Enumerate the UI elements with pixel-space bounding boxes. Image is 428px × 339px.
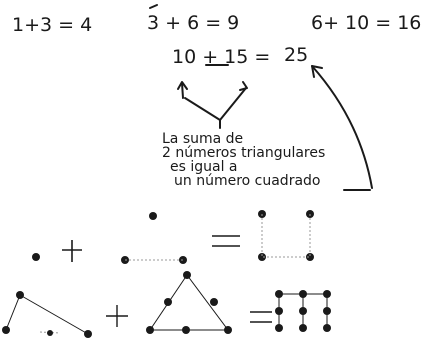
tri6-mid-right	[210, 298, 218, 306]
equation-1-3-4: 1+3 = 4	[12, 14, 93, 36]
row-2-dot-figures	[2, 271, 331, 338]
tri-small-mid	[47, 330, 53, 336]
arrow-left-head	[177, 81, 188, 90]
note-line-3: es igual a	[170, 159, 238, 175]
tri6-outline	[149, 274, 229, 331]
caret-mark	[149, 4, 158, 9]
arrow-left-stem	[181, 82, 184, 99]
note-line-1: La suma de	[162, 131, 244, 147]
plus-sign-2	[106, 305, 128, 327]
equation-10-15-left: 10 + 15 =	[172, 46, 271, 68]
triangle3-top	[149, 212, 157, 220]
single-dot	[32, 253, 40, 261]
note-line-4: un número cuadrado	[174, 173, 321, 189]
plus-sign-1	[62, 240, 82, 262]
tri-small-base	[39, 331, 61, 334]
square4-lines	[261, 214, 311, 258]
explanation-note: La suma de 2 números triangulares es igu…	[162, 132, 325, 188]
note-line-2: 2 números triangulares	[162, 145, 326, 161]
long-arrow-line	[311, 65, 373, 189]
equals-sign-2	[250, 311, 272, 323]
y-arrow-shape	[184, 87, 247, 121]
square4-br	[306, 253, 314, 261]
equals-sign-1	[212, 235, 240, 247]
square9-lines	[278, 293, 328, 328]
square4-bl	[258, 253, 266, 261]
equation-result-25: 25	[284, 44, 309, 66]
equation-3-6-9: 3 + 6 = 9	[147, 12, 240, 34]
row-1-dot-figures	[32, 210, 314, 264]
arrow-right-head	[239, 81, 248, 91]
long-arrow-head	[311, 65, 323, 78]
equation-6-10-16: 6+ 10 = 16	[311, 12, 422, 34]
tri-small-lines	[5, 294, 89, 335]
